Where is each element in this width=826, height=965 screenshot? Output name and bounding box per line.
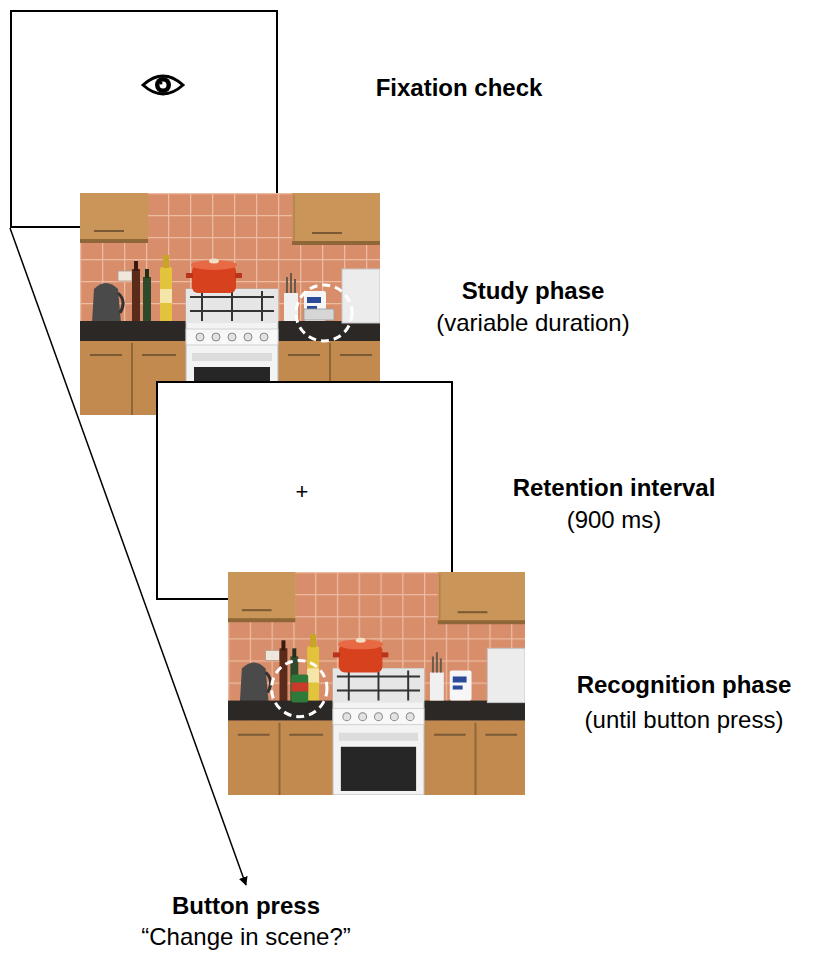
phase-note: + [296,479,309,505]
dashed-circle [272,660,327,716]
phase-label: Recognition phase [577,671,792,700]
phase-note: “Change in scene?” [141,921,350,952]
recognition-panel: Recognition phase(until button press) [228,572,525,795]
phase-label: Retention interval [513,474,716,503]
timeline-arrow [10,228,246,885]
phase-note: (until button press) [585,706,784,735]
phase-label: Fixation check [376,74,543,103]
fixation-panel: Fixation check [10,10,278,228]
phase-label: Button press [141,890,350,921]
changed-object [291,674,308,702]
phase-note: (variable duration) [436,309,629,338]
dashed-circle [296,285,352,341]
study-panel: Study phase(variable duration) [80,193,380,415]
changed-object [304,309,334,320]
kitchen-photo [228,572,525,795]
phase-label: Study phase [462,277,605,306]
response-box: Button press“Change in scene?” [135,888,356,954]
phase-note: (900 ms) [567,506,662,535]
retention-panel: +Retention interval(900 ms) [156,381,453,600]
eye-icon [143,76,183,94]
